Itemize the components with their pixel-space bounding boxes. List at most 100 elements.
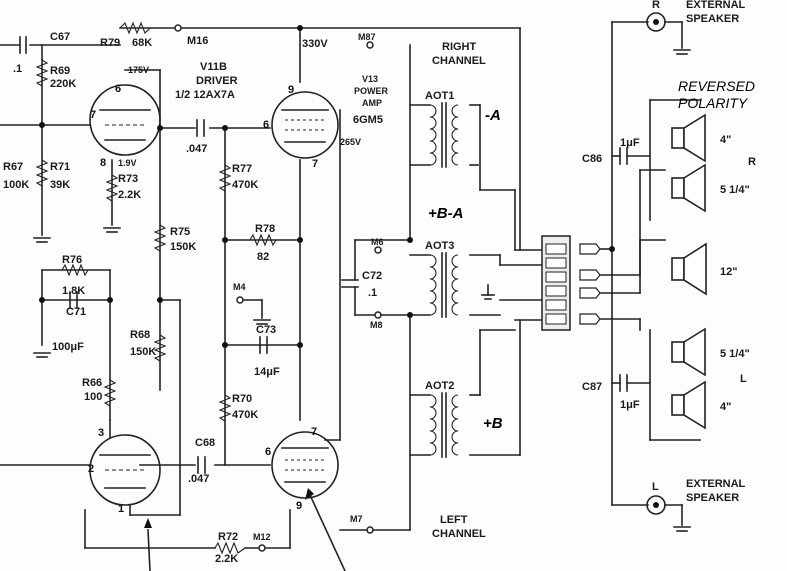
label-r79: R79 [100, 37, 120, 49]
tube-v13-bottom [271, 431, 339, 499]
label-265v: 265V [340, 137, 361, 147]
tube-v13-top [271, 91, 339, 159]
label-pin3: 3 [98, 427, 104, 439]
label-r69: R69 [50, 65, 70, 77]
label-r78: R78 [255, 223, 275, 235]
label-pin6c: 6 [265, 446, 271, 458]
label-r70: R70 [232, 393, 252, 405]
label-c67: C67 [50, 31, 70, 43]
label-r69-val: 220K [50, 78, 76, 90]
label-spk-4-top: 4" [720, 134, 731, 146]
label-pin7c: 7 [311, 426, 317, 438]
label-v13: V13 [362, 74, 378, 84]
label-m87: M87 [358, 32, 376, 42]
label-power: POWER [354, 86, 389, 96]
label-r77: R77 [232, 163, 252, 175]
label-r76: R76 [62, 254, 82, 266]
speaker-network [611, 12, 707, 532]
label-m7: M7 [350, 514, 363, 524]
label-aot1: AOT1 [425, 90, 454, 102]
label-pin7b: 7 [312, 158, 318, 170]
wires-left [0, 27, 521, 571]
test-points [39, 24, 615, 552]
tube-v11b-bottom [89, 434, 161, 506]
label-c68-val: .047 [188, 473, 209, 485]
label-m16: M16 [187, 35, 208, 47]
label-pin6: 6 [115, 83, 121, 95]
label-aot3: AOT3 [425, 240, 454, 252]
label-polarity: POLARITY [678, 95, 749, 111]
component-labels: C67 .1 R79 68K M16 R69 220K 175V V11B DR… [3, 0, 756, 565]
label-spk-514-top: 5 1/4" [720, 184, 750, 196]
label-right-channel-2: CHANNEL [432, 55, 486, 67]
label-right-channel-1: RIGHT [442, 41, 477, 53]
label-c71: C71 [66, 306, 86, 318]
label-1-9v: 1.9V [118, 158, 137, 168]
label-left-channel-2: CHANNEL [432, 528, 486, 540]
label-r79-val: 68K [132, 37, 152, 49]
label-ext-speaker-l-2: SPEAKER [686, 492, 739, 504]
label-ext-speaker-r-2: SPEAKER [686, 13, 739, 25]
transformers [429, 102, 459, 458]
label-r75: R75 [170, 226, 190, 238]
label-reversed: REVERSED [678, 78, 755, 94]
label-c67-val: .1 [13, 63, 22, 75]
label-ext-speaker-r-1: EXTERNAL [686, 0, 746, 11]
label-r73-val: 2.2K [118, 189, 141, 201]
label-r72-val: 2.2K [215, 553, 238, 565]
resistors [35, 21, 277, 555]
label-right-mark: R [748, 156, 756, 168]
label-m8: M8 [370, 320, 383, 330]
label-pin8: 8 [100, 157, 106, 169]
label-r68: R68 [130, 329, 150, 341]
label-left-mark: L [740, 373, 747, 385]
tube-v11b-top [89, 84, 161, 156]
label-r71: R71 [50, 161, 70, 173]
label-c047a: .047 [186, 143, 207, 155]
label-spk-4-bottom: 4" [720, 401, 731, 413]
label-r72: R72 [218, 531, 238, 543]
label-r67: R67 [3, 161, 23, 173]
label-c86: C86 [582, 153, 602, 165]
label-tube1: 1/2 12AX7A [175, 89, 235, 101]
label-minus-a: -A [485, 107, 501, 124]
label-r71-val: 39K [50, 179, 70, 191]
label-m4: M4 [233, 282, 246, 292]
label-330v: 330V [302, 38, 328, 50]
label-r76-val: 1.8K [62, 285, 85, 297]
label-r66-val: 100 [84, 391, 102, 403]
label-c71-val: 100μF [52, 341, 84, 353]
label-r66: R66 [82, 377, 102, 389]
label-pin9a: 9 [288, 84, 294, 96]
label-v11b: V11B [200, 61, 227, 73]
label-amp: AMP [362, 98, 382, 108]
label-aot2: AOT2 [425, 380, 454, 392]
label-r78-val: 82 [257, 251, 269, 263]
label-pin7: 7 [90, 109, 96, 121]
label-c87-val: 1μF [620, 399, 640, 411]
label-m6: M6 [371, 237, 384, 247]
label-r68-val: 150K [130, 346, 156, 358]
label-c86-val: 1μF [620, 137, 640, 149]
label-driver: DRIVER [196, 75, 238, 87]
label-c87: C87 [582, 381, 602, 393]
label-left-channel-1: LEFT [440, 514, 468, 526]
wires-output [339, 44, 546, 531]
label-c72-val: .1 [368, 287, 377, 299]
label-jack-l: L [652, 481, 659, 493]
label-c72: C72 [362, 270, 382, 282]
label-spk-12: 12" [720, 266, 737, 278]
capacitors [19, 36, 628, 474]
label-m12: M12 [253, 532, 271, 542]
label-pin9b: 9 [296, 500, 302, 512]
label-pin2: 2 [88, 463, 94, 475]
label-pin6b: 6 [263, 119, 269, 131]
label-c73-val: 14μF [254, 366, 280, 378]
label-c73: C73 [256, 324, 276, 336]
label-r70-val: 470K [232, 409, 258, 421]
label-tube2: 6GM5 [353, 114, 383, 126]
label-r67-val: 100K [3, 179, 29, 191]
label-c68: C68 [195, 437, 215, 449]
